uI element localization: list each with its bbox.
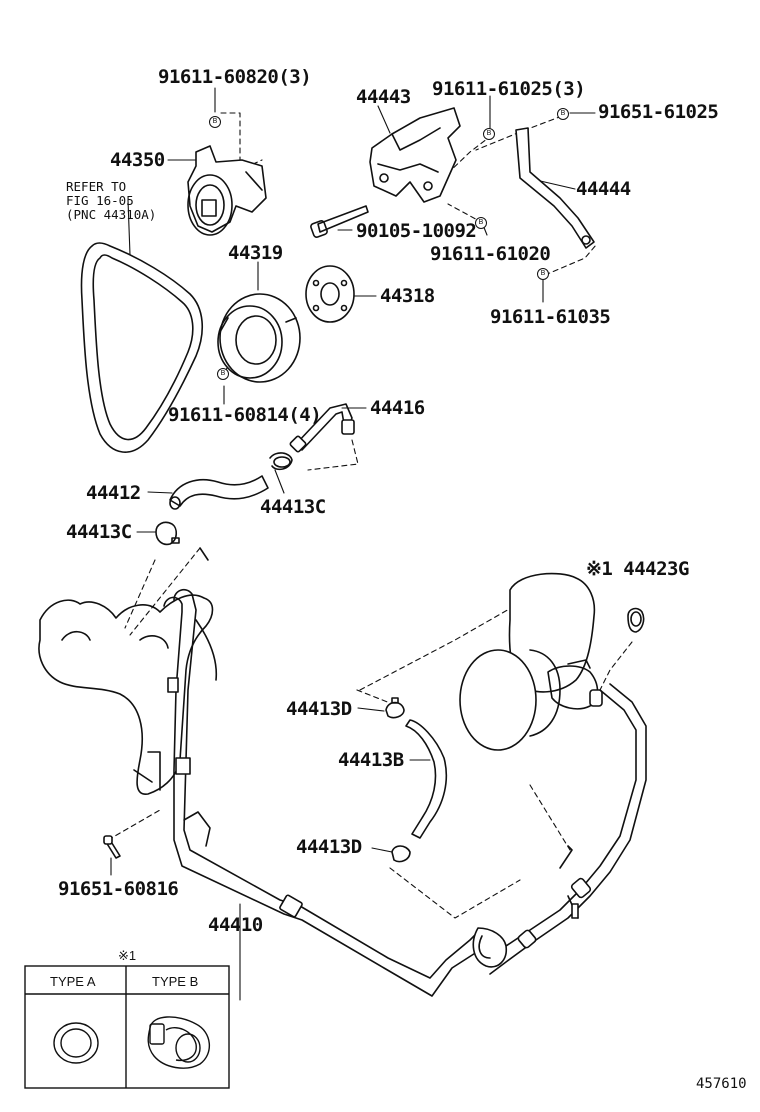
part-label-44413b: 44413B xyxy=(338,749,404,771)
part-label-91611-61035: 91611-61035 xyxy=(490,306,611,328)
figure-number: 457610 xyxy=(696,1076,747,1092)
part-label-91611-61025: 91611-61025(3) xyxy=(432,78,586,100)
bolt-marker-b: B xyxy=(537,268,549,280)
part-label-44410: 44410 xyxy=(208,914,263,936)
bolt-marker-b: B xyxy=(209,116,221,128)
part-label-44413c-lower: 44413C xyxy=(66,521,132,543)
bolt-marker-b: B xyxy=(483,128,495,140)
legend-type-a: TYPE A xyxy=(50,974,96,989)
part-label-44318: 44318 xyxy=(380,285,435,307)
bolt-marker-b: B xyxy=(217,368,229,380)
part-label-44413d-upper: 44413D xyxy=(286,698,352,720)
part-label-90105-10092: 90105-10092 xyxy=(356,220,477,242)
part-label-44319: 44319 xyxy=(228,242,283,264)
part-label-91651-60816: 91651-60816 xyxy=(58,878,179,900)
bolt-marker-b: B xyxy=(475,217,487,229)
bolt-marker-b: B xyxy=(557,108,569,120)
part-label-91611-60814: 91611-60814(4) xyxy=(168,404,322,426)
legend-type-b: TYPE B xyxy=(152,974,199,989)
part-label-91651-61025: 91651-61025 xyxy=(598,101,719,123)
part-label-91611-60820: 91611-60820(3) xyxy=(158,66,312,88)
part-label-44413c-upper: 44413C xyxy=(260,496,326,518)
legend-note: ※1 xyxy=(118,948,137,963)
part-label-44416: 44416 xyxy=(370,397,425,419)
part-label-44443: 44443 xyxy=(356,86,411,108)
part-label-44444: 44444 xyxy=(576,178,631,200)
part-label-44423g: ※1 44423G xyxy=(586,558,689,580)
refer-note-line2: FIG 16-05 xyxy=(66,193,134,208)
refer-note-line3: (PNC 44310A) xyxy=(66,207,157,222)
part-label-44350: 44350 xyxy=(110,149,165,171)
part-label-91611-61020: 91611-61020 xyxy=(430,243,551,265)
part-label-44412: 44412 xyxy=(86,482,141,504)
part-label-44413d-lower: 44413D xyxy=(296,836,362,858)
refer-note-line1: REFER TO xyxy=(66,179,127,194)
